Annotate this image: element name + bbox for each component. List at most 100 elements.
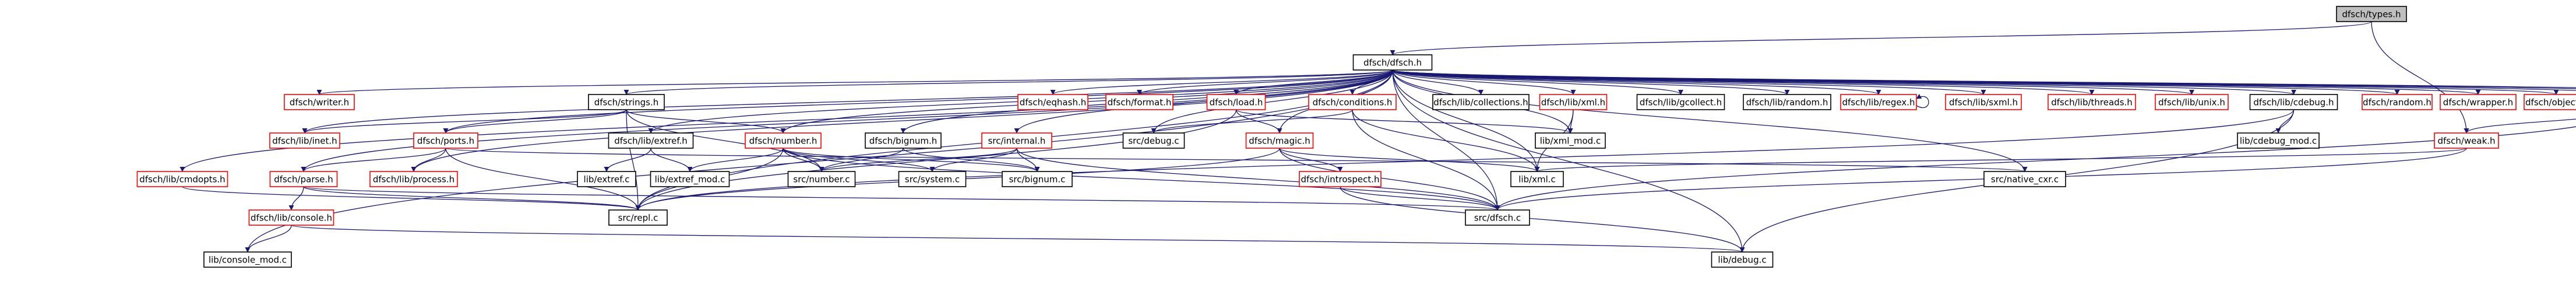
node-label: dfsch/lib/xml.h (1541, 97, 1605, 108)
node-label: dfsch/types.h (2342, 9, 2401, 20)
dependency-edge (1392, 69, 2028, 172)
node-label: lib/extref_mod.c (655, 174, 725, 186)
dependency-edge (1279, 148, 1500, 211)
graph-node-number[interactable]: dfsch/number.h (745, 132, 822, 149)
graph-node-introspect[interactable]: dfsch/introspect.h (1299, 171, 1382, 187)
graph-node-sxml[interactable]: dfsch/lib/sxml.h (1945, 94, 2022, 110)
node-box (1636, 94, 1725, 110)
dependency-edge (1016, 148, 1040, 172)
dependency-edge (1016, 148, 1500, 211)
graph-node-writer[interactable]: dfsch/writer.h (284, 94, 355, 110)
graph-node-object[interactable]: dfsch/object.h (2524, 94, 2576, 110)
graph-node-process[interactable]: dfsch/lib/process.h (369, 171, 458, 187)
graph-node-conditions[interactable]: dfsch/conditions.h (1308, 94, 1397, 110)
graph-node-magic[interactable]: dfsch/magic.h (1245, 132, 1314, 149)
graph-node-xmlh[interactable]: dfsch/lib/xml.h (1539, 94, 1608, 110)
graph-node-internal[interactable]: src/internal.h (981, 132, 1052, 149)
dependency-edge (179, 69, 1393, 172)
graph-node-format[interactable]: dfsch/format.h (1105, 94, 1174, 110)
dependency-edge (2371, 21, 2469, 134)
dependency-edge (1392, 69, 1540, 172)
graph-node-extrefc: lib/extref.c (577, 171, 636, 187)
dependency-edge (819, 148, 904, 172)
dependency-edge (1340, 186, 1745, 253)
dependency-edge (626, 109, 786, 134)
node-box (787, 171, 856, 187)
graph-node-regex[interactable]: dfsch/lib/regex.h (1840, 94, 1917, 110)
node-label: dfsch/lib/collections.h (1433, 97, 1528, 108)
node-label: dfsch/random.h (2363, 97, 2431, 108)
node-label: dfsch/strings.h (594, 97, 659, 108)
graph-node-parse[interactable]: dfsch/parse.h (269, 171, 338, 187)
node-label: lib/xml.c (1518, 174, 1556, 185)
graph-node-cdebugmod: lib/cdebug_mod.c (2237, 132, 2320, 149)
dependency-edge (929, 148, 1017, 172)
graph-node-types: dfsch/types.h (2336, 6, 2407, 22)
node-label: lib/xml_mod.c (1540, 136, 1601, 147)
node-box (269, 171, 338, 187)
node-label: src/internal.h (988, 136, 1046, 146)
graph-node-inet[interactable]: dfsch/lib/inet.h (269, 132, 340, 149)
graph-node-weak[interactable]: dfsch/weak.h (2434, 132, 2499, 149)
dependency-edge (1535, 148, 2467, 172)
node-label: dfsch/load.h (1210, 97, 1263, 108)
node-label: dfsch/lib/gcollect.h (1640, 97, 1722, 108)
node-box (1352, 54, 1433, 71)
graph-node-unix[interactable]: dfsch/lib/unix.h (2155, 94, 2229, 110)
graph-node-threads[interactable]: dfsch/lib/threads.h (2048, 94, 2136, 110)
node-label: dfsch/number.h (749, 136, 817, 146)
node-label: lib/cdebug_mod.c (2240, 136, 2317, 147)
graph-node-random[interactable]: dfsch/random.h (2362, 94, 2433, 110)
dependency-edge (301, 148, 446, 172)
node-label: lib/extref.c (584, 174, 630, 185)
graph-node-collections: dfsch/lib/collections.h (1432, 94, 1530, 110)
node-box (1945, 94, 2022, 110)
node-box (650, 171, 730, 187)
graph-node-cmdopts[interactable]: dfsch/lib/cmdopts.h (136, 171, 228, 187)
dependency-edge (1392, 69, 1483, 95)
node-label: lib/console_mod.c (209, 255, 287, 266)
node-box (2524, 94, 2576, 110)
node-box (865, 132, 942, 149)
graph-node-cdebugh: dfsch/lib/cdebug.h (2249, 94, 2338, 110)
graph-node-numberc: src/number.c (787, 171, 856, 187)
node-label: dfsch/lib/random.h (1746, 97, 1828, 108)
graph-node-replc: src/repl.c (608, 209, 668, 226)
dependency-edge (411, 148, 446, 172)
dependency-edge (302, 69, 1393, 134)
node-label: src/dfsch.c (1474, 213, 1521, 223)
dependency-edge (783, 148, 935, 172)
dependency-edge (1279, 148, 1343, 172)
graph-node-ports[interactable]: dfsch/ports.h (413, 132, 478, 149)
graph-node-debugc: src/debug.c (1122, 132, 1185, 149)
node-box (577, 171, 636, 187)
node-box (369, 171, 458, 187)
node-box (413, 132, 478, 149)
node-box (745, 132, 822, 149)
node-label: lib/debug.c (1718, 255, 1766, 265)
dependency-edge (1390, 21, 2372, 55)
graph-node-systemc: src/system.c (898, 171, 967, 187)
node-label: dfsch/lib/inet.h (272, 136, 337, 146)
graph-node-eqhash[interactable]: dfsch/eqhash.h (1017, 94, 1088, 110)
dependency-edge (317, 69, 1393, 95)
node-box (608, 132, 694, 149)
graph-node-wrapper[interactable]: dfsch/wrapper.h (2440, 94, 2517, 110)
dependency-edge (1235, 109, 1573, 134)
dependency-edge (445, 148, 2027, 172)
dependency-edge (411, 69, 1393, 172)
node-label: dfsch/object.h (2525, 97, 2576, 108)
dependency-edge (783, 148, 1500, 211)
graph-node-nativecxr: src/native_cxr.c (1983, 171, 2066, 187)
node-box (981, 132, 1052, 149)
graph-node-load[interactable]: dfsch/load.h (1206, 94, 1266, 110)
dependency-edge (1495, 148, 2467, 211)
dependency-edge (626, 109, 641, 211)
node-box (1432, 94, 1530, 110)
dependency-edge (245, 225, 292, 253)
node-box (269, 132, 340, 149)
dependency-edge (623, 69, 1393, 95)
graph-node-console[interactable]: dfsch/lib/console.h (248, 209, 334, 226)
node-label: src/bignum.c (1009, 174, 1066, 185)
